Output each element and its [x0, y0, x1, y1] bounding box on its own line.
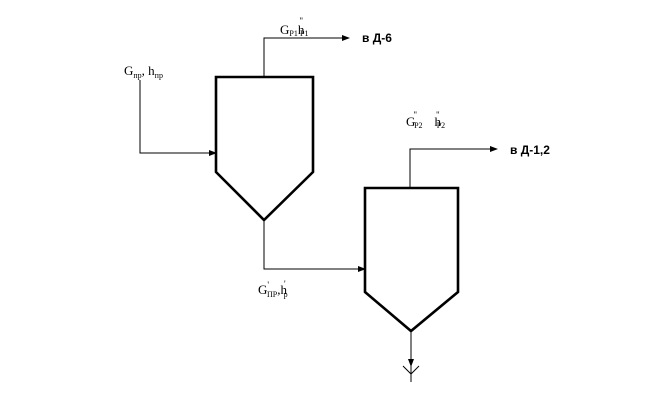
destination-d6-label: в Д-6 — [362, 31, 392, 45]
separator-1-top-label: GР1h"Р1 — [280, 16, 308, 38]
separator-2-drain-arrowhead — [408, 359, 414, 367]
separator-2-top-flow-line — [409, 148, 492, 188]
separator-2-top-arrowhead — [490, 146, 498, 152]
drain-fork-symbol — [402, 365, 420, 375]
separator-2-vessel — [363, 186, 460, 333]
separator-1-bottom-label: G'ПР,h'р — [258, 279, 288, 299]
separator-1-top-flow-line — [263, 37, 344, 77]
inlet-flow-line — [139, 80, 212, 154]
inlet-arrowhead — [209, 150, 217, 156]
separator-1-vessel — [214, 75, 315, 222]
inlet-label: Gпр, hпр — [124, 63, 163, 80]
separator-1-top-arrowhead — [342, 35, 350, 41]
destination-d12-label: в Д-1,2 — [510, 143, 550, 157]
separator-1-bottom-flow-line — [263, 220, 360, 270]
separator-2-inlet-arrowhead — [358, 266, 366, 272]
